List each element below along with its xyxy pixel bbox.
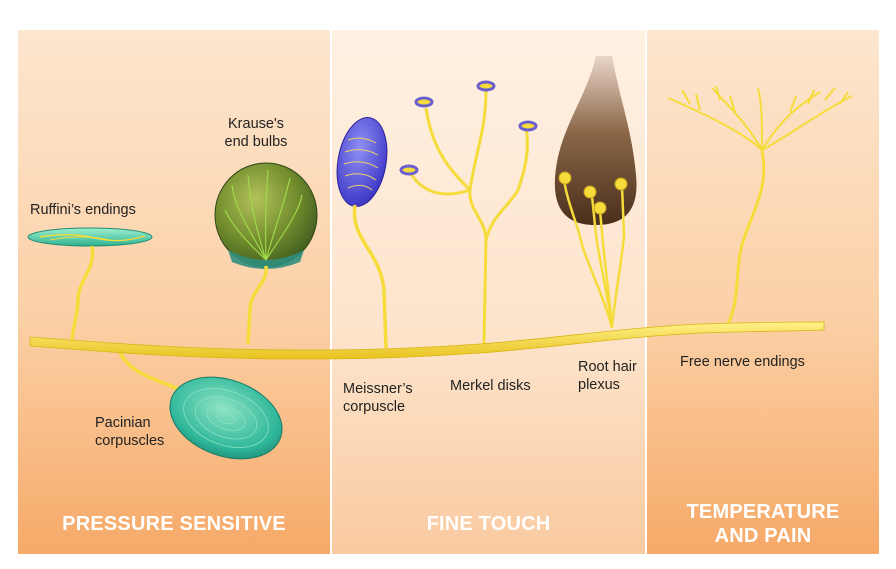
free-nerve-label: Free nerve endings [680, 354, 805, 370]
fine-touch-section-title: FINE TOUCH [426, 513, 551, 535]
root-hair-label: Root hair plexus [578, 359, 637, 393]
pacinian-label: Pacinian corpuscles [95, 415, 165, 449]
main-nerve-fiber [29, 321, 825, 360]
pacinian-corpuscle [118, 351, 283, 460]
pressure-section-title: PRESSURE SENSITIVE [62, 513, 286, 535]
pressure-panel [18, 30, 330, 554]
meissner-label: Meissner’s corpuscle [343, 381, 413, 415]
meissner-corpuscle [336, 116, 388, 349]
ruffini-label: Ruffini’s endings [30, 202, 136, 218]
temperature-section-title: TEMPERATURE AND PAIN [686, 501, 840, 547]
temperature-panel [647, 30, 879, 554]
free-nerve-endings [667, 85, 853, 325]
merkel-label: Merkel disks [450, 378, 531, 394]
krause-label: Krause's end bulbs [224, 116, 288, 150]
krause-end-bulb [214, 162, 318, 345]
root-hair-plexus [554, 56, 637, 329]
ruffini-ending [27, 227, 153, 343]
merkel-disks [399, 80, 538, 345]
